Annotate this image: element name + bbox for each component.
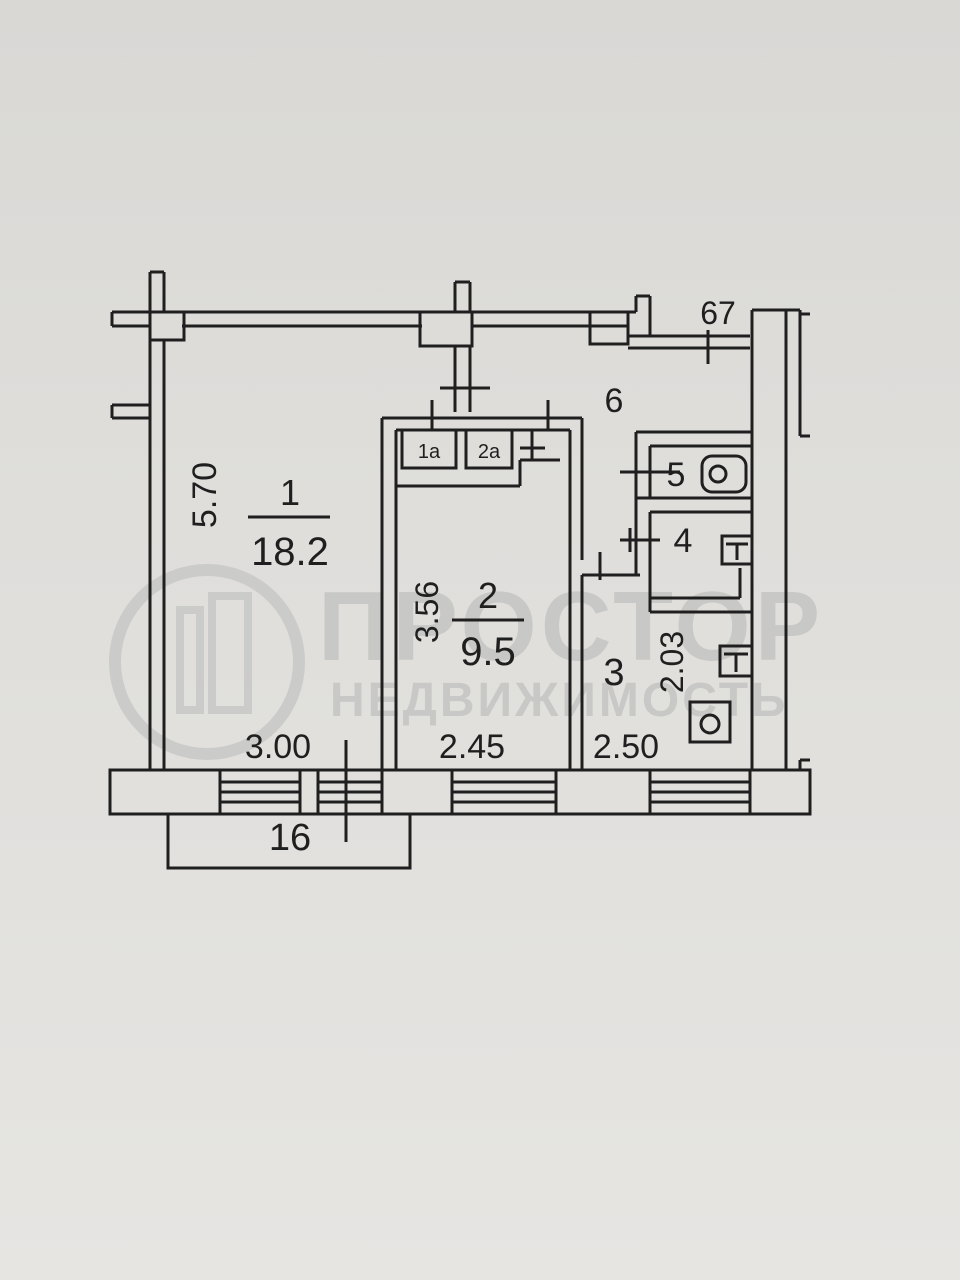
room-2-height-dim: 3.56 [409,581,445,643]
apartment-number: 67 [700,295,736,331]
watermark-logo-icon [109,564,305,760]
window-1 [220,780,300,804]
room-3-number: 3 [603,652,624,694]
room-1-width-dim: 3.00 [245,728,311,766]
stove-icon [688,700,732,744]
room-2-area: 9.5 [460,630,516,674]
window-3 [650,780,750,804]
room-labels: 1 18.2 2 9.5 3 4 5 6 1a 2a 16 [248,382,692,859]
kitchen-sink-icon [718,644,754,678]
room-1-area: 18.2 [251,530,329,574]
balcony [166,812,412,870]
room-6-number: 6 [605,382,624,420]
room-5-number: 5 [667,456,686,494]
fixtures [688,454,754,744]
room-1-number: 1 [280,472,300,513]
room-1-height-dim: 5.70 [186,462,224,528]
balcony-door [298,770,382,814]
room-3-width-dim: 2.50 [593,728,659,766]
room-3-height-dim: 2.03 [654,631,690,693]
balcony-label: 16 [269,817,311,859]
sink-icon [720,534,754,566]
room-2-width-dim: 2.45 [439,728,505,766]
window-2 [452,780,556,804]
room-4-number: 4 [674,522,693,560]
bathtub-icon [700,454,748,494]
exterior-wall-bottom [108,740,812,870]
room-2-number: 2 [478,575,498,616]
closet-2a-label: 2a [478,441,501,463]
dimension-labels: 5.70 3.00 3.56 2.45 2.03 2.50 67 [186,295,736,766]
walls [110,270,810,770]
closet-1a-label: 1a [418,441,441,463]
